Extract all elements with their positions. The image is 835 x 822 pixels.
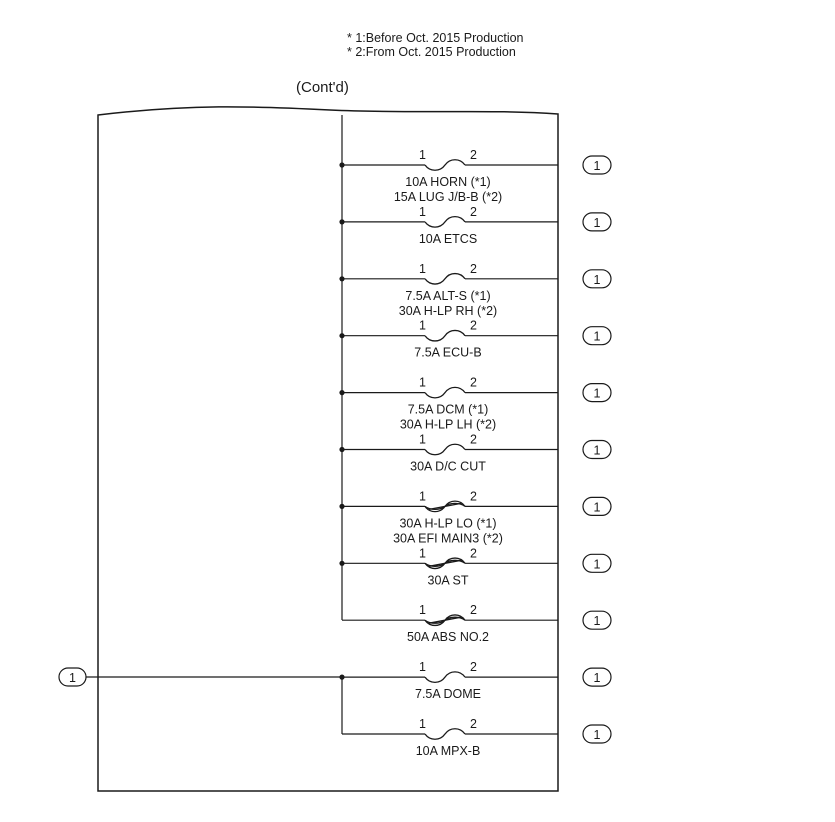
fuse-label: 30A EFI MAIN3 (*2) bbox=[393, 531, 503, 545]
fuse-icon bbox=[424, 443, 466, 456]
fuse-label: 30A H-LP LO (*1) bbox=[399, 516, 496, 530]
diagram-title: (Cont'd) bbox=[296, 79, 349, 96]
connector-tag bbox=[582, 155, 612, 175]
fuse-pin-1: 1 bbox=[419, 660, 426, 674]
connector-number: 1 bbox=[594, 216, 601, 230]
connector-number: 1 bbox=[594, 387, 601, 401]
fuse-row: 1 2 10A HORN (*1)15A LUG J/B-B (*2) 1 bbox=[339, 148, 612, 204]
fuse-icon bbox=[424, 728, 466, 740]
fuse-label: 50A ABS NO.2 bbox=[407, 630, 489, 644]
fuse-pin-2: 2 bbox=[470, 433, 477, 447]
input-connector-number: 1 bbox=[69, 671, 76, 685]
connector-tag bbox=[582, 383, 612, 403]
fuse-icon bbox=[424, 329, 466, 342]
fuse-icon-heavy-stroke bbox=[428, 616, 462, 624]
fuse-pin-1: 1 bbox=[419, 262, 426, 276]
connector-number: 1 bbox=[594, 614, 601, 628]
fuse-icon bbox=[424, 386, 466, 399]
input-connector-tag bbox=[58, 667, 87, 687]
connector-number: 1 bbox=[594, 273, 601, 287]
input-connector: 1 bbox=[58, 667, 87, 687]
fuse-pin-2: 2 bbox=[470, 546, 477, 560]
fuse-pin-1: 1 bbox=[419, 148, 426, 162]
fuse-label: 7.5A ECU-B bbox=[414, 346, 481, 360]
fuse-pin-1: 1 bbox=[419, 376, 426, 390]
fuse-pin-2: 2 bbox=[470, 376, 477, 390]
connector-number: 1 bbox=[594, 557, 601, 571]
fuse-icon-heavy-stroke bbox=[428, 559, 462, 567]
connector-tag bbox=[582, 553, 612, 573]
fuse-pin-1: 1 bbox=[419, 489, 426, 503]
fuse-label: 30A H-LP RH (*2) bbox=[399, 304, 497, 318]
fuse-label: 15A LUG J/B-B (*2) bbox=[394, 190, 502, 204]
fuse-label: 10A ETCS bbox=[419, 232, 477, 246]
junction-block-frame bbox=[97, 106, 559, 792]
fuse-icon-heavy-stroke bbox=[428, 502, 462, 511]
connector-tag bbox=[582, 496, 612, 516]
fuse-row: 1 2 30A D/C CUT 1 bbox=[339, 433, 612, 474]
connector-tag bbox=[582, 326, 612, 346]
junction-dot bbox=[339, 390, 345, 396]
fuse-pin-1: 1 bbox=[419, 205, 426, 219]
connector-number: 1 bbox=[594, 671, 601, 685]
fuse-label: 10A HORN (*1) bbox=[405, 175, 490, 189]
connector-number: 1 bbox=[594, 444, 601, 458]
fuse-icon bbox=[424, 216, 466, 228]
junction-dot bbox=[339, 560, 345, 566]
connector-tag bbox=[582, 439, 612, 460]
fuse-row: 1 2 7.5A DOME 1 bbox=[339, 660, 612, 701]
junction-dot bbox=[339, 503, 345, 509]
fuse-pin-2: 2 bbox=[470, 319, 477, 333]
fuse-pin-2: 2 bbox=[470, 660, 477, 674]
fuse-pin-1: 1 bbox=[419, 319, 426, 333]
junction-dot bbox=[339, 333, 345, 339]
fuse-label: 7.5A DCM (*1) bbox=[408, 403, 489, 417]
connector-number: 1 bbox=[594, 728, 601, 742]
junction-dot bbox=[339, 276, 345, 282]
fuse-pin-2: 2 bbox=[470, 205, 477, 219]
fuse-pin-1: 1 bbox=[419, 603, 426, 617]
fuse-row: 1 2 7.5A ECU-B 1 bbox=[339, 319, 612, 360]
fuse-label: 30A ST bbox=[428, 573, 469, 587]
junction-dot bbox=[339, 674, 345, 680]
fuse-row: 1 2 7.5A DCM (*1)30A H-LP LH (*2) 1 bbox=[339, 376, 612, 432]
fuse-row: 1 2 7.5A ALT-S (*1)30A H-LP RH (*2) 1 bbox=[339, 262, 612, 318]
junction-dot bbox=[339, 446, 345, 453]
connector-number: 1 bbox=[594, 159, 601, 173]
fuse-label: 7.5A ALT-S (*1) bbox=[405, 289, 490, 303]
connector-tag bbox=[582, 212, 612, 232]
fuse-row: 1 2 10A MPX-B 1 bbox=[342, 717, 612, 758]
fuse-label: 30A D/C CUT bbox=[410, 460, 486, 474]
fuse-row: 1 2 10A ETCS 1 bbox=[339, 205, 612, 246]
fuse-pin-2: 2 bbox=[470, 262, 477, 276]
fuse-row: 1 2 30A H-LP LO (*1)30A EFI MAIN3 (*2) 1 bbox=[339, 489, 612, 545]
connector-number: 1 bbox=[594, 330, 601, 344]
connector-number: 1 bbox=[594, 500, 601, 514]
connector-tag bbox=[582, 269, 612, 289]
fuse-icon bbox=[424, 671, 466, 683]
fuse-icon bbox=[424, 272, 466, 285]
fuse-pin-1: 1 bbox=[419, 717, 426, 731]
fuse-pin-1: 1 bbox=[419, 433, 426, 447]
fuse-pin-2: 2 bbox=[470, 148, 477, 162]
production-note-1: * 1:Before Oct. 2015 Production bbox=[347, 31, 524, 45]
fuse-pin-2: 2 bbox=[470, 489, 477, 503]
connector-tag bbox=[582, 667, 612, 687]
junction-dot bbox=[339, 162, 345, 168]
fuse-label: 30A H-LP LH (*2) bbox=[400, 418, 496, 432]
production-note-2: * 2:From Oct. 2015 Production bbox=[347, 45, 516, 59]
fuse-label: 10A MPX-B bbox=[416, 744, 481, 758]
fuse-label: 7.5A DOME bbox=[415, 687, 481, 701]
fuse-pin-2: 2 bbox=[470, 603, 477, 617]
connector-tag bbox=[582, 724, 612, 744]
fuse-icon bbox=[424, 159, 466, 171]
connector-tag bbox=[582, 610, 612, 630]
fuse-row: 1 2 50A ABS NO.2 1 bbox=[342, 603, 612, 644]
fuse-pin-2: 2 bbox=[470, 717, 477, 731]
fuse-pin-1: 1 bbox=[419, 546, 426, 560]
junction-dot bbox=[339, 219, 345, 225]
